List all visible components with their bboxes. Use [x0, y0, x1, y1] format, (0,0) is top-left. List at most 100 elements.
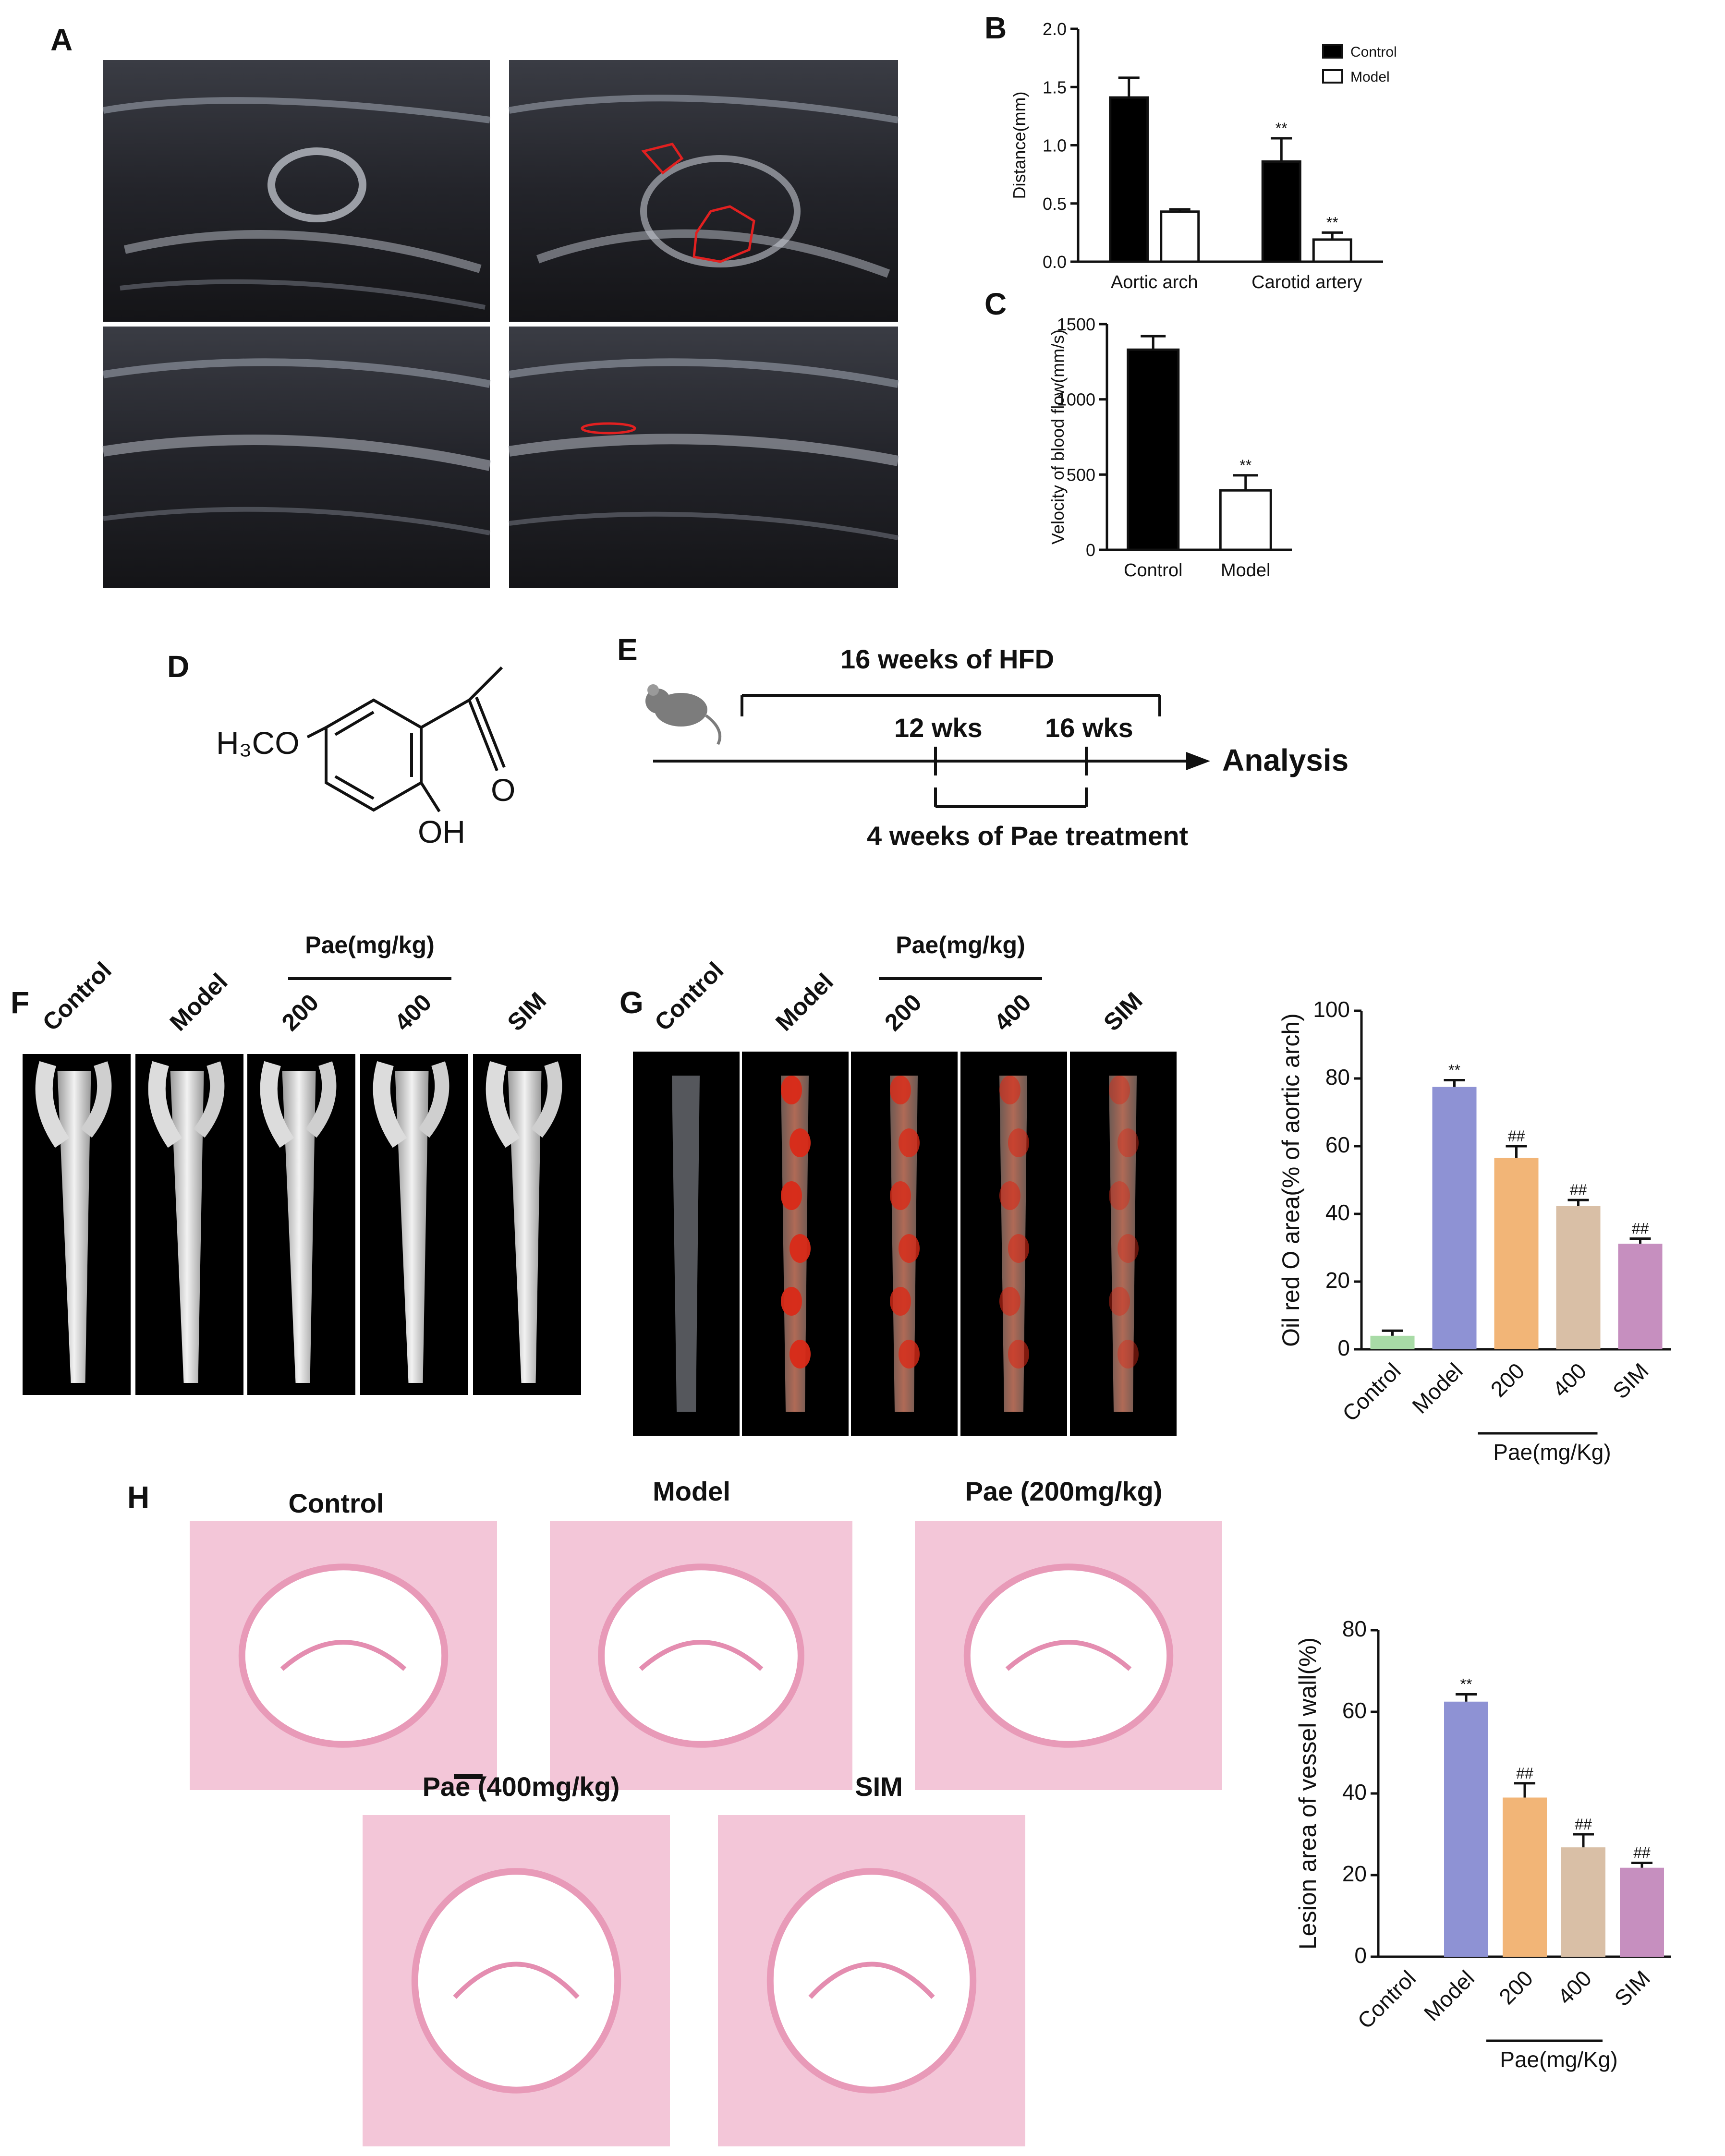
bar-model: [1432, 1087, 1477, 1349]
he-section-title: Model: [653, 1476, 730, 1506]
panel-letter-c: C: [984, 287, 1007, 321]
y-tick-label: 80: [1325, 1065, 1350, 1090]
plaque-spot: [1008, 1234, 1029, 1263]
y-tick-label: 100: [1313, 997, 1350, 1022]
x-category-label: 200: [1494, 1965, 1538, 2009]
x-category-label: 200: [1486, 1358, 1530, 1402]
significance-mark: **: [1239, 457, 1251, 474]
ultrasound-image-control-carotid: [102, 327, 491, 588]
y-tick-label: 40: [1342, 1780, 1367, 1805]
plaque-spot: [999, 1287, 1020, 1316]
valve-leaflet: [1005, 1640, 1132, 1671]
x-category-label: Control: [1124, 560, 1183, 581]
panel-f-label: Model: [165, 968, 233, 1036]
valve-leaflet: [453, 1962, 580, 1999]
legend-swatch-model: [1322, 69, 1343, 84]
bar-model: [1444, 1701, 1488, 1957]
vessel-lumen: [766, 1868, 977, 2094]
x-category-label: Control: [1337, 1358, 1406, 1426]
y-tick-label: 1500: [1057, 315, 1095, 334]
y-tick-label: 2.0: [1043, 19, 1067, 39]
bar-model-0: [1160, 210, 1200, 263]
pae-group-label: Pae(mg/Kg): [1493, 1440, 1611, 1465]
aorta-branch: [373, 1061, 407, 1148]
vessel-lumen: [598, 1563, 804, 1748]
vessel-lumen: [238, 1563, 449, 1748]
panel-letter-e: E: [617, 632, 638, 667]
y-tick-label: 0: [1086, 540, 1095, 560]
plaque-spot: [899, 1128, 920, 1157]
significance-mark: ##: [1516, 1765, 1533, 1782]
analysis-label: Analysis: [1222, 743, 1348, 777]
plaque-spot: [1008, 1128, 1029, 1157]
aorta-body: [170, 1071, 204, 1383]
panel-g-label: 400: [989, 989, 1036, 1036]
significance-mark: ##: [1633, 1844, 1651, 1862]
y-tick-label: 500: [1067, 465, 1095, 484]
x-category-label: SIM: [1609, 1965, 1655, 2011]
he-section-title: Control: [288, 1488, 384, 1518]
y-tick-label: 1000: [1057, 390, 1095, 410]
aorta-stained: [1109, 1076, 1137, 1412]
hfd-duration-label: 16 weeks of HFD: [840, 644, 1054, 674]
pae-group-label: Pae(mg/kg): [896, 932, 1025, 958]
panel-a-ultrasound-grid: [102, 60, 899, 588]
y-tick-label: 20: [1342, 1861, 1367, 1886]
plaque-spot: [899, 1234, 920, 1263]
x-category-label: Aortic arch: [1111, 272, 1198, 292]
plaque-spot: [790, 1128, 811, 1157]
y-tick-label: 1.0: [1043, 136, 1067, 156]
y-tick-label: 20: [1325, 1268, 1350, 1293]
significance-mark: **: [1276, 120, 1288, 137]
panel-g-label: 200: [879, 989, 927, 1036]
vessel-lumen: [411, 1868, 621, 2094]
bar-control-0: [1109, 96, 1149, 263]
significance-mark: ##: [1632, 1220, 1649, 1237]
x-category-label: Model: [1407, 1358, 1467, 1418]
plaque-spot: [1118, 1234, 1139, 1263]
plaque-spot: [999, 1181, 1020, 1210]
x-category-label: 400: [1548, 1358, 1591, 1402]
vessel-lumen: [963, 1563, 1174, 1748]
mouse-icon: [645, 684, 721, 745]
plaque-spot: [1118, 1340, 1139, 1369]
plaque-spot: [781, 1287, 802, 1316]
plaque-spot: [781, 1076, 802, 1104]
x-category-label: SIM: [1608, 1358, 1653, 1404]
aorta-body: [395, 1071, 429, 1383]
legend-swatch-control: [1322, 44, 1343, 59]
aorta-body: [508, 1071, 542, 1383]
he-section-title: Pae (400mg/kg): [423, 1771, 620, 1802]
bar-model: [1219, 489, 1272, 551]
significance-mark: ##: [1570, 1181, 1587, 1199]
hydroxyl-label: OH: [418, 814, 465, 849]
week-16-label: 16 wks: [1045, 713, 1133, 743]
plaque-spot: [790, 1234, 811, 1263]
y-axis-title: Lesion area of vessel wall(%): [1294, 1637, 1321, 1950]
aorta-branch: [35, 1061, 70, 1148]
ultrasound-image-control-arch: [102, 60, 490, 322]
panel-letter-a: A: [50, 23, 73, 57]
bar-sim: [1620, 1867, 1664, 1957]
bar-200: [1494, 1158, 1539, 1349]
ultrasound-image-model-arch: [508, 60, 899, 322]
plaque-spot: [890, 1076, 911, 1104]
plaque-spot: [781, 1181, 802, 1210]
panel-letter-h: H: [127, 1480, 149, 1514]
significance-mark: **: [1460, 1675, 1472, 1693]
treatment-duration-label: 4 weeks of Pae treatment: [867, 821, 1188, 851]
aorta-branch: [305, 1061, 337, 1138]
y-axis-title: Distance(mm): [1009, 91, 1029, 199]
y-tick-label: 80: [1342, 1616, 1367, 1641]
paeonol-structure: H₃CO O OH: [216, 666, 515, 849]
aorta-branch: [486, 1061, 520, 1148]
aorta-stained: [672, 1076, 700, 1412]
x-category-label: Carotid artery: [1251, 272, 1362, 292]
week-12-label: 12 wks: [894, 713, 983, 743]
plaque-spot: [1109, 1181, 1130, 1210]
scale-bar: [454, 1774, 483, 1779]
